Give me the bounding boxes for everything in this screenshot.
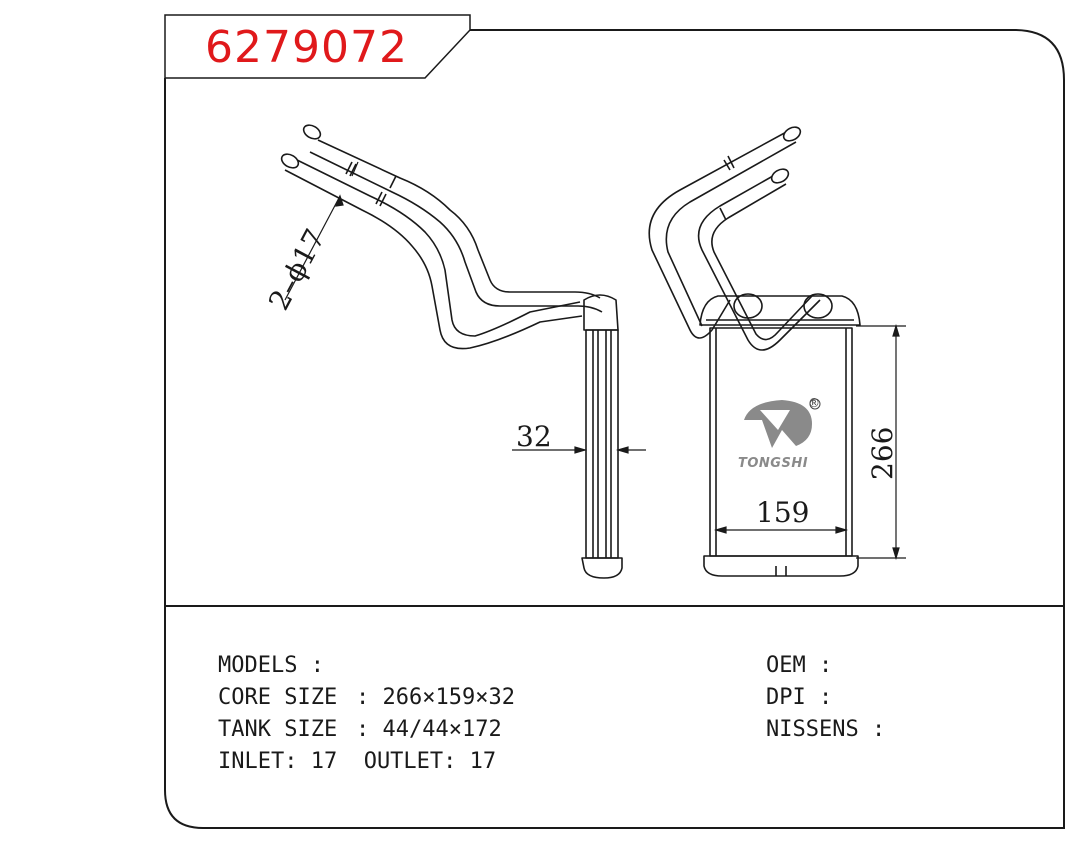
tank-size-value: : 44/44×172 <box>356 717 502 742</box>
side-pipe-lower <box>292 157 581 337</box>
diameter-leader <box>284 161 359 301</box>
drawing-frame <box>164 29 1065 829</box>
brand-name: TONGSHI <box>738 456 809 471</box>
side-view <box>280 124 623 579</box>
thickness-label: 32 <box>516 420 552 453</box>
thickness-dimension <box>512 446 646 454</box>
tank-size-label: TANK SIZE <box>218 717 338 742</box>
width-label: 159 <box>756 496 810 529</box>
height-label: 266 <box>866 426 899 480</box>
core-size-label: CORE SIZE <box>218 685 338 710</box>
oem-label: OEM : <box>766 653 833 678</box>
front-pipe-inner <box>697 171 821 351</box>
models-label: MODELS : <box>218 653 324 678</box>
core-size-value: : 266×159×32 <box>356 685 515 710</box>
side-pipe-upper <box>317 139 601 299</box>
nissens-label: NISSENS : <box>766 717 886 742</box>
side-core <box>585 329 619 559</box>
title-tab <box>164 14 471 79</box>
registered-mark: ® <box>808 396 820 410</box>
front-pipe-outer <box>648 129 791 339</box>
width-dimension <box>713 526 849 534</box>
tongshi-logo-icon <box>744 398 821 448</box>
height-dimension <box>856 323 906 561</box>
front-top-tank <box>699 295 861 326</box>
inlet-outlet: INLET: 17 OUTLET: 17 <box>218 749 497 774</box>
part-number: 6279072 <box>205 22 408 73</box>
front-view <box>648 126 861 577</box>
dpi-label: DPI : <box>766 685 833 710</box>
